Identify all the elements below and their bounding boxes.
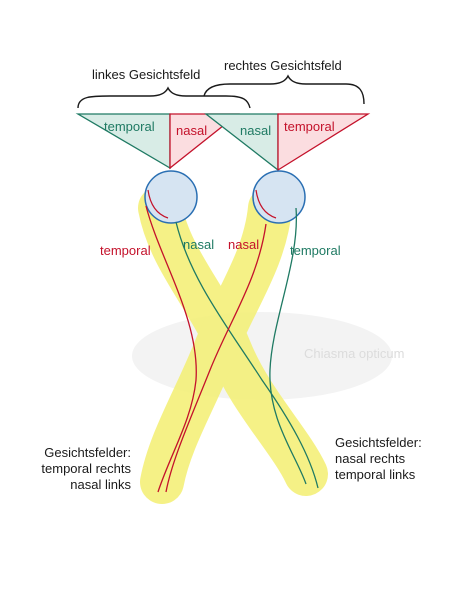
bottom-right-line-3: temporal links — [335, 467, 416, 482]
right-field-label: rechtes Gesichtsfeld — [224, 58, 342, 73]
right-temporal-fiber — [269, 207, 307, 485]
right-eye-retina-arc — [255, 189, 277, 219]
bottom-right-line-2: nasal rechts — [335, 451, 406, 466]
chiasma-label: Chiasma opticum — [304, 346, 404, 361]
left-temporal-fiber — [145, 205, 197, 493]
bottom-left-caption: Gesichtsfelder: temporal rechts nasal li… — [41, 445, 131, 492]
bottom-left-line-3: nasal links — [70, 477, 131, 492]
left-eye-retina-arc — [147, 189, 169, 219]
bottom-right-line-1: Gesichtsfelder: — [335, 435, 422, 450]
bottom-right-caption: Gesichtsfelder: nasal rechts temporal li… — [335, 435, 422, 482]
left-visual-field — [75, 113, 240, 170]
left-field-brace — [77, 86, 251, 109]
right-field-nasal-label: nasal — [240, 123, 271, 138]
nerve-temporal-left-label: temporal — [100, 243, 151, 258]
nerve-temporal-right-label: temporal — [290, 243, 341, 258]
nerve-nasal-left-label: nasal — [183, 237, 214, 252]
right-field-temporal-label: temporal — [284, 119, 335, 134]
left-eye — [144, 170, 198, 224]
right-visual-field — [204, 113, 371, 172]
right-nasal-fiber — [165, 223, 267, 493]
right-temporal-field — [277, 113, 371, 172]
left-field-temporal-label: temporal — [104, 119, 155, 134]
left-nasal-field — [169, 113, 240, 170]
bottom-left-line-1: Gesichtsfelder: — [44, 445, 131, 460]
right-eye — [252, 170, 306, 224]
left-nasal-fiber — [175, 221, 319, 489]
left-field-nasal-label: nasal — [176, 123, 207, 138]
left-field-label: linkes Gesichtsfeld — [92, 67, 200, 82]
nerve-nasal-right-label: nasal — [228, 237, 259, 252]
right-field-brace — [203, 74, 365, 105]
bottom-left-line-2: temporal rechts — [41, 461, 131, 476]
